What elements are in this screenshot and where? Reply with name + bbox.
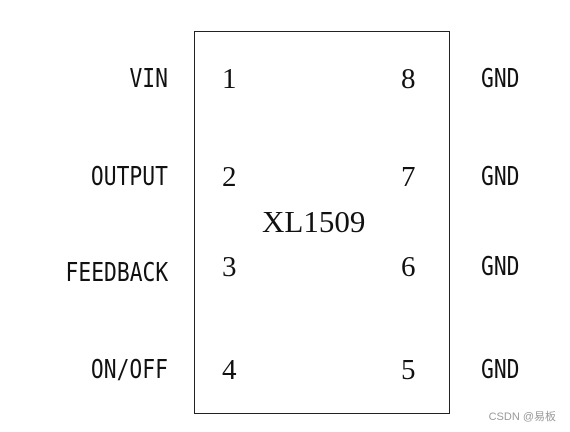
pin-2-number: 2 <box>222 161 237 193</box>
pin-1-number: 1 <box>222 63 237 95</box>
pin-8-label: GND <box>481 64 520 94</box>
pin-7-number: 7 <box>401 161 416 193</box>
watermark: CSDN @易板 <box>488 411 556 423</box>
pin-4-number: 4 <box>222 354 237 386</box>
chip-part-number: XL1509 <box>262 204 366 239</box>
chip-outline <box>194 31 450 414</box>
pin-2-label: OUTPUT <box>90 162 168 192</box>
pin-7-label: GND <box>481 162 520 192</box>
pin-6-label: GND <box>481 252 520 282</box>
pin-4-label: ON/OFF <box>90 355 168 385</box>
pin-8-number: 8 <box>401 63 416 95</box>
pin-3-label: FEEDBACK <box>65 258 168 288</box>
pin-3-number: 3 <box>222 251 237 283</box>
pin-5-number: 5 <box>401 354 416 386</box>
pin-6-number: 6 <box>401 251 416 283</box>
pin-5-label: GND <box>481 355 520 385</box>
pin-1-label: VIN <box>129 64 168 94</box>
